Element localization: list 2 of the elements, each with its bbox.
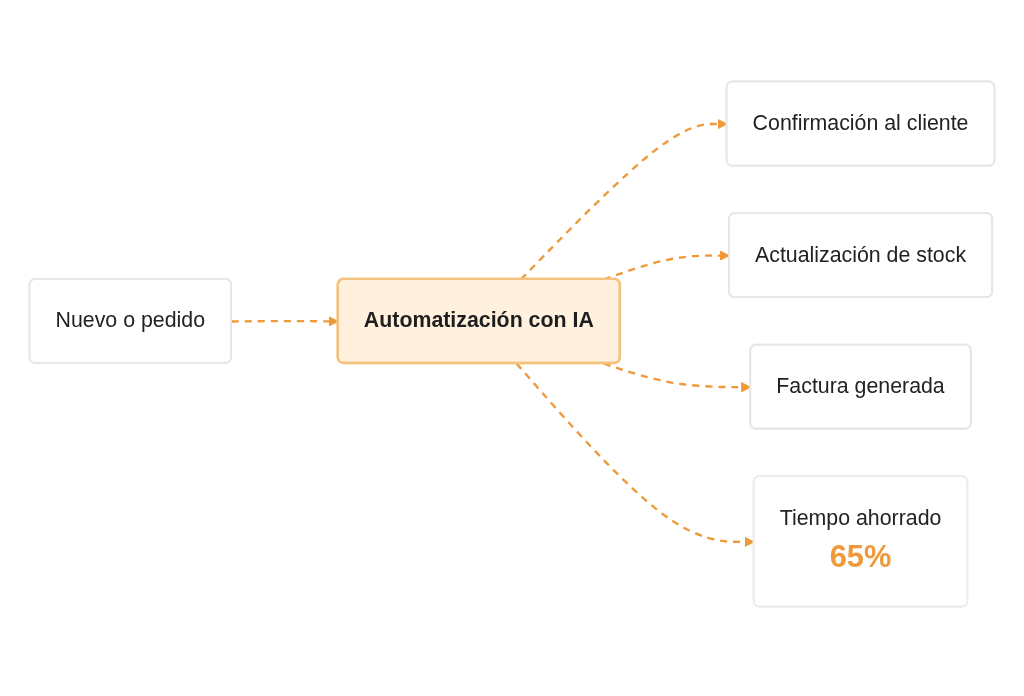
node-text: Tiempo ahorrado 65% [779, 505, 942, 575]
node-text: Actualización de stock [754, 242, 967, 267]
